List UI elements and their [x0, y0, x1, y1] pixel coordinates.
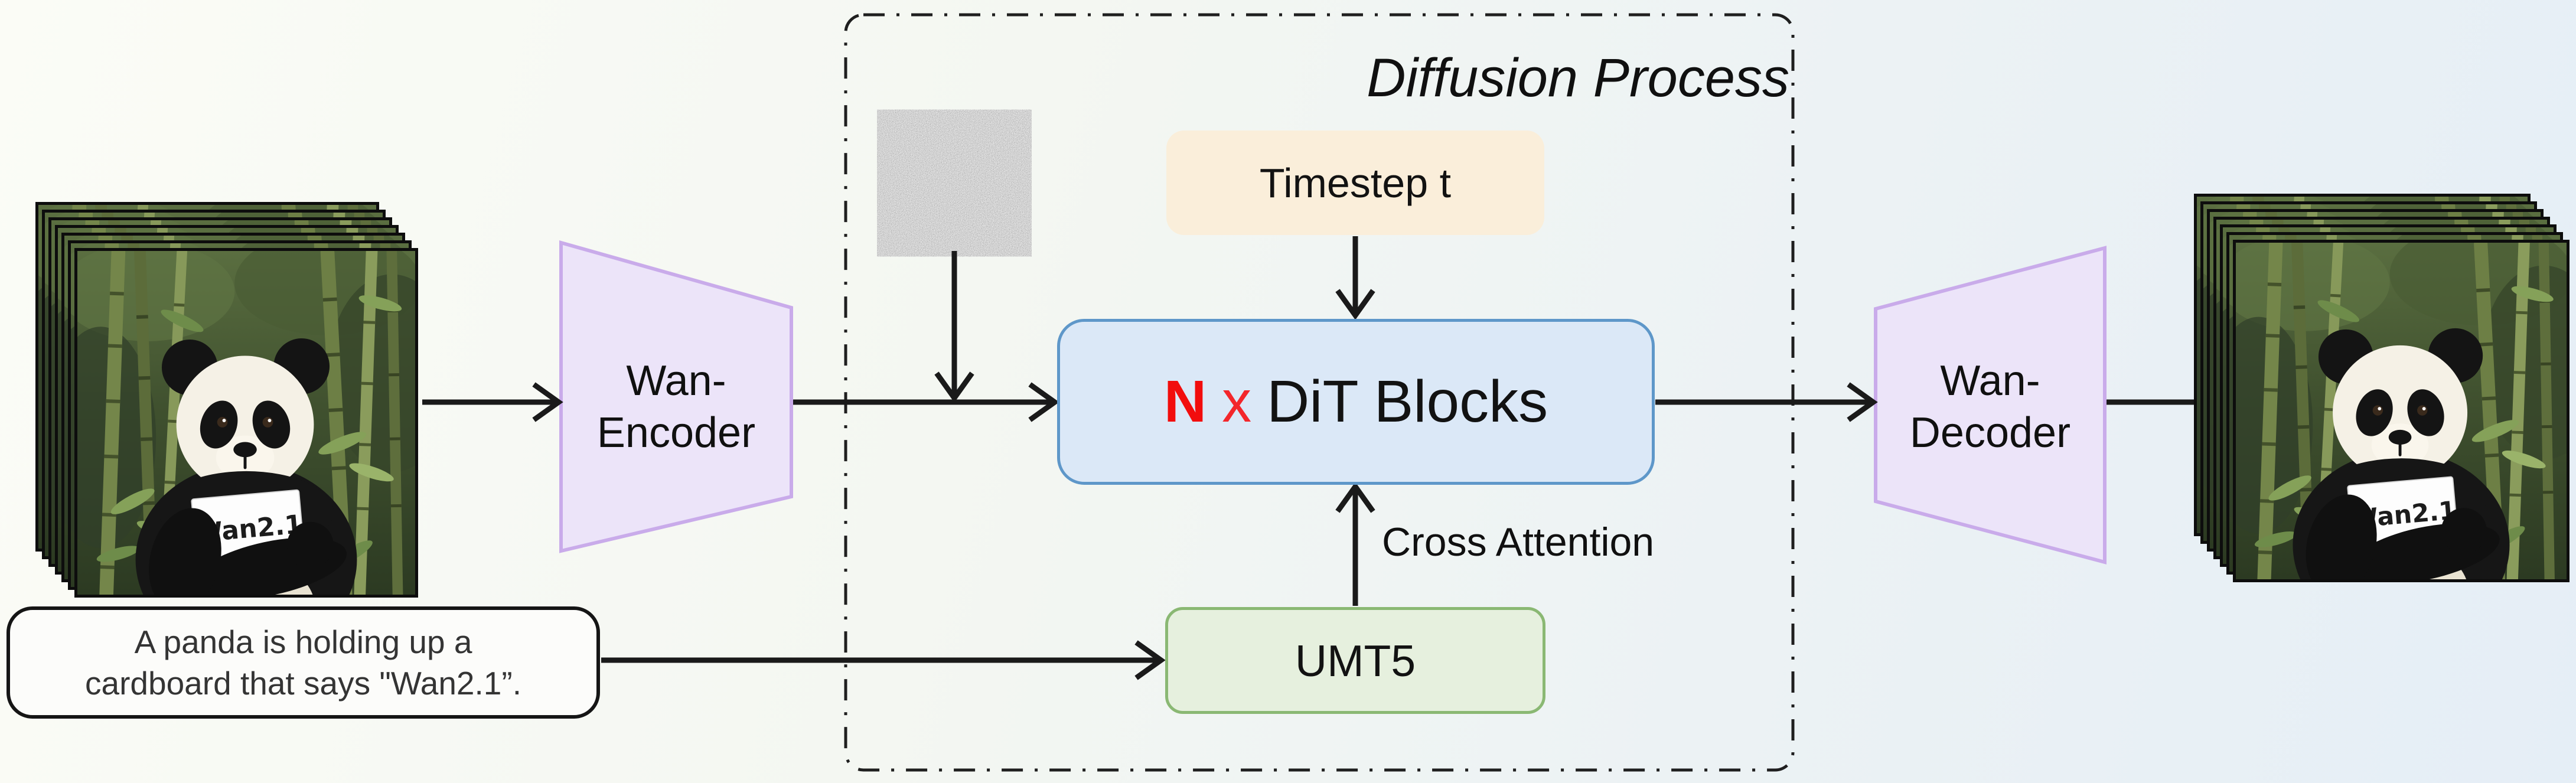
arrow-prompt-to-umt5 — [601, 640, 1166, 680]
dit-blocks-label: DiT Blocks — [1267, 368, 1548, 435]
umt5-box: UMT5 — [1165, 607, 1545, 714]
cross-attention-label: Cross Attention — [1382, 520, 1655, 565]
arrow-timestep-to-dit — [1335, 236, 1375, 320]
arrow-noise-down — [934, 251, 974, 403]
decoder-label-line2: Decoder — [1909, 409, 2071, 456]
dit-n-count: N — [1163, 368, 1207, 435]
encoder-label-line1: Wan- — [626, 357, 726, 405]
decoder-label-line1: Wan- — [1940, 357, 2040, 405]
dit-times-symbol: x — [1222, 368, 1252, 435]
encoder-label-line2: Encoder — [596, 409, 756, 456]
arrow-dit-to-decoder — [1655, 382, 1878, 422]
decoder-label: Wan- Decoder — [1876, 351, 2105, 464]
diffusion-process-border — [844, 13, 1795, 772]
umt5-label: UMT5 — [1294, 635, 1416, 686]
input-video-stack — [35, 202, 425, 605]
arrow-video-to-encoder — [422, 382, 563, 422]
decoder-shape — [1874, 246, 2107, 565]
prompt-box: A panda is holding up a cardboard that s… — [6, 606, 600, 719]
prompt-line-1: A panda is holding up a — [134, 623, 472, 660]
prompt-line-2: cardboard that says "Wan2.1”. — [85, 665, 521, 702]
timestep-box: Timestep t — [1166, 130, 1544, 235]
dit-blocks-box: N x DiT Blocks — [1057, 319, 1655, 485]
diffusion-process-title: Diffusion Process — [1367, 47, 1789, 108]
output-video-stack — [2194, 194, 2576, 589]
noise-image — [884, 116, 1025, 250]
encoder-shape — [559, 240, 793, 553]
timestep-label: Timestep t — [1259, 159, 1452, 206]
video-frame-front — [2233, 240, 2570, 582]
arrow-umt5-to-dit — [1335, 482, 1375, 606]
video-frame-front — [74, 248, 418, 598]
arrow-encoder-to-dit — [793, 382, 1059, 422]
encoder-label: Wan- Encoder — [561, 351, 791, 464]
